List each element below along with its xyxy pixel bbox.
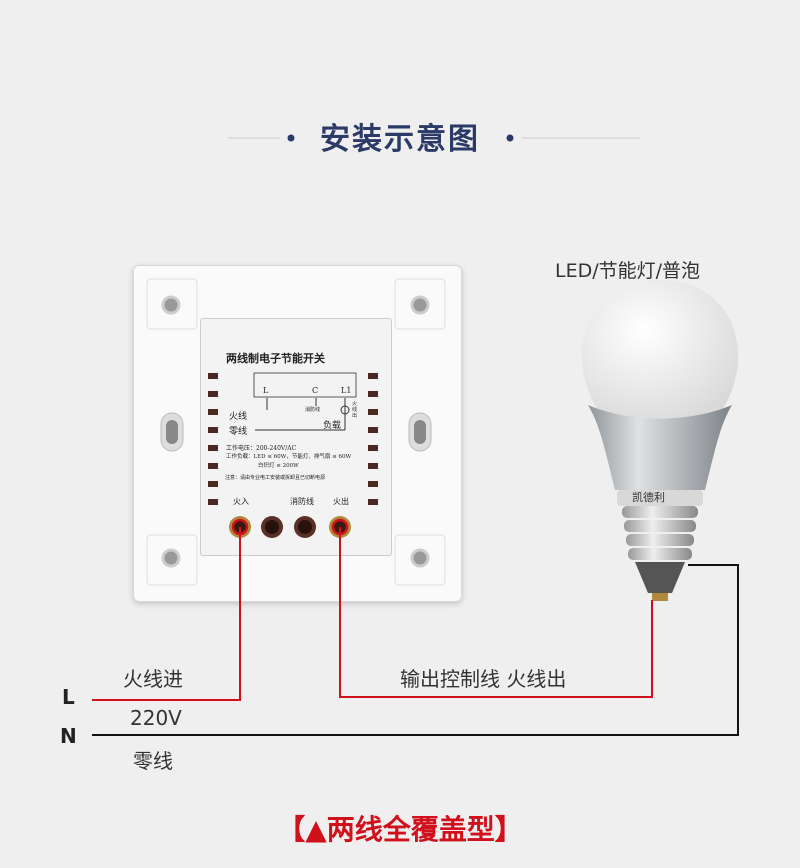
terminal-l: L (263, 386, 269, 395)
switch-module (200, 318, 392, 556)
output-wire (339, 527, 653, 698)
terminal-fire-line: 消防线 (290, 497, 314, 506)
bulb-brand: 凯德利 (632, 491, 665, 504)
spec-voltage: 工作电压：200-240V/AC (226, 445, 297, 452)
page-title: 安装示意图 (320, 122, 480, 157)
neutral-label: 零线 (229, 427, 248, 437)
safety-note: 注意：请由专业电工安装或拆卸且已切断电源 (225, 475, 326, 481)
l-terminal-label: L (62, 685, 75, 709)
spec-load: 工作负载：LED ≤ 60W，节能灯、排气扇 ≤ 60W (226, 454, 352, 460)
lamp-label: 火线出 (352, 401, 358, 419)
live-in-wire (92, 527, 241, 701)
module-name: 两线制电子节能开关 (226, 352, 325, 365)
voltage-label: 220V (130, 706, 182, 730)
terminal-fire-in: 火入 (233, 497, 249, 506)
plate-holes (146, 278, 446, 586)
neutral-wire-label: 零线 (133, 749, 173, 773)
live-label: 火线 (229, 412, 248, 422)
terminal-c: C (312, 386, 319, 395)
spec-incandescent: 白炽灯 ≤ 200W (258, 463, 299, 469)
terminal-fire-out: 火出 (333, 497, 349, 506)
fire-line-label: 消防线 (305, 407, 321, 413)
neutral-wire (92, 564, 739, 736)
terminal-l1: L1 (341, 386, 352, 395)
footer-caption: 【▲两线全覆盖型】 (277, 813, 523, 846)
n-terminal-label: N (60, 724, 77, 748)
output-label: 输出控制线 火线出 (400, 667, 567, 691)
light-bulb-icon (581, 280, 739, 601)
bulb-label: LED/节能灯/普泡 (555, 260, 701, 282)
live-in-label: 火线进 (123, 667, 183, 691)
load-label: 负载 (323, 421, 342, 431)
